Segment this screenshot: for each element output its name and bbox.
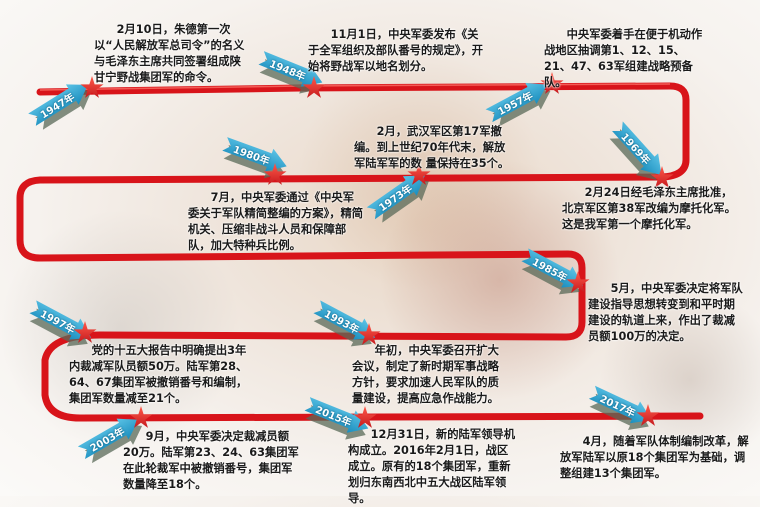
event-text-2003: 9月，中央军委决定裁减员额20万。陆军第23、24、63集团军在此轮裁军中被撤销… bbox=[123, 430, 299, 491]
event-text-1969: 2月24日经毛泽东主席批准，北京军区第38军改编为摩托化军。这是我军第一个摩托化… bbox=[562, 186, 736, 231]
event-text-1973: 2月，武汉军区第17军撤编。到上世纪70年代末，解放军陆军军的数 量保持在35个… bbox=[354, 125, 510, 170]
event-text-2015: 12月31日，新的陆军领导机构成立。2016年2月1日，战区成立。原有的18个集… bbox=[348, 428, 516, 505]
event-text-2017: 4月，随着军队体制编制改革，解放军陆军以原18个集团军为基础，调整组建13个集团… bbox=[560, 435, 749, 480]
event-text-1948: 11月1日，中央军委发布《关于全军组织及部队番号的规定》，开始将野战军以地名划分… bbox=[308, 28, 484, 73]
event-text-1980: 7月，中央军委通过《中央军委关于军队精简整编的方案》，精简机关、压缩非战斗人员和… bbox=[188, 191, 364, 252]
event-text-1985: 5月，中央军委决定将军队建设指导思想转变到和平时期建设的轨道上来，作出了裁减员额… bbox=[588, 282, 743, 343]
event-text-1997: 党的十五大报告中明确提出3年内裁减军队员额50万。陆军第28、64、67集团军被… bbox=[69, 344, 248, 405]
event-text-1947: 2月10日，朱德第一次以“人民解放军总司令”的名义与毛泽东主席共同签署组成陕甘宁… bbox=[94, 23, 245, 84]
event-text-1957: 中央军委着手在便于机动作战地区抽调第1、12、15、21、47、63军组建战略预… bbox=[544, 28, 703, 89]
event-text-1993: 年初，中央军委召开扩大会议，制定了新时期军事战略方针，要求加速人民军队的质量建设… bbox=[352, 344, 499, 405]
